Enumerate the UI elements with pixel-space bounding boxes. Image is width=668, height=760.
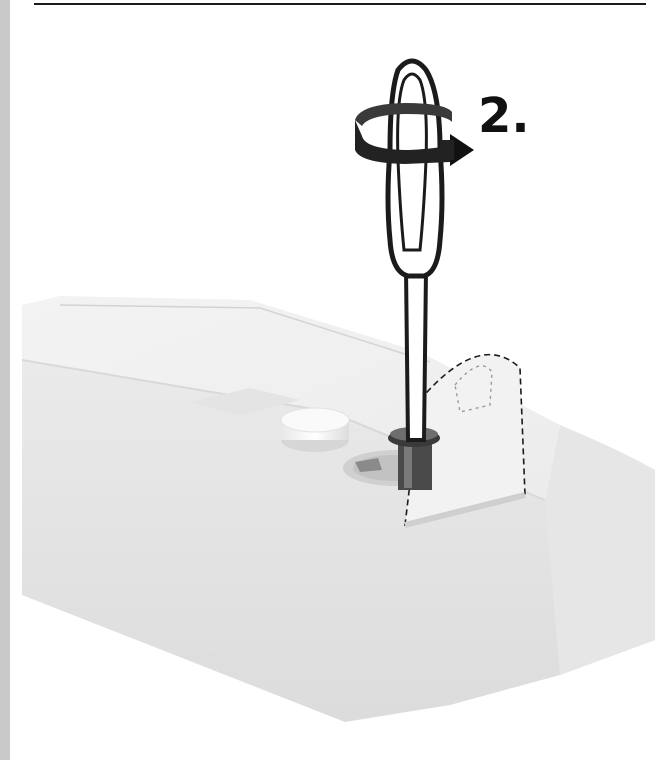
top-divider-line [34,3,646,5]
device-front-face [22,360,655,722]
left-border-bar [0,0,10,760]
device-right-corner [545,425,655,675]
device-seam-line [59,304,431,363]
step-number-label: 2. [478,88,530,144]
rotation-arrow-icon [355,103,474,166]
device-housing [21,296,655,722]
rotary-knob [280,407,350,452]
device-top-panel [190,388,300,416]
device-foot [205,652,219,660]
cutaway-highlight [404,353,526,528]
